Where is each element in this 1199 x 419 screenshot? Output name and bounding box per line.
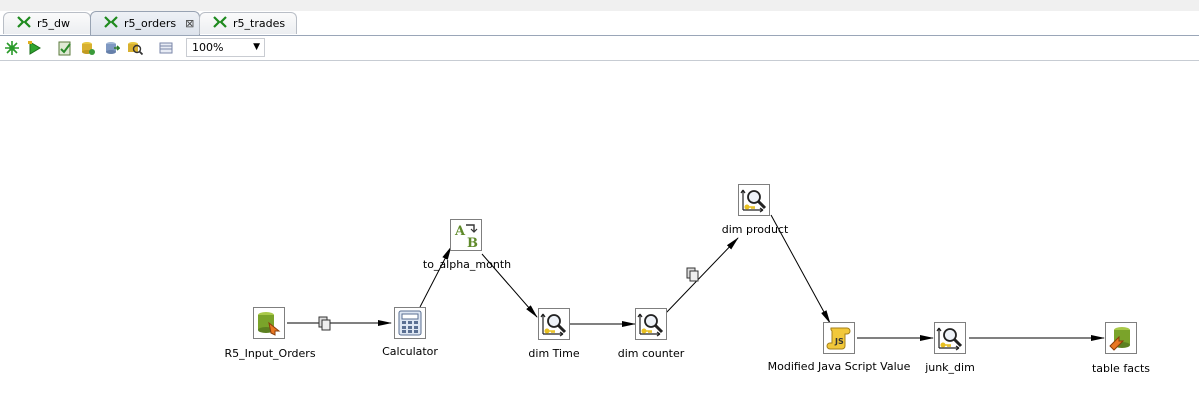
tab-r5-dw[interactable]: r5_dw bbox=[3, 12, 91, 34]
step-label: R5_Input_Orders bbox=[224, 347, 316, 360]
transformation-icon bbox=[16, 15, 32, 32]
transformation-toolbar: 100% ▼ bbox=[0, 36, 1199, 61]
hops-layer bbox=[287, 214, 1105, 341]
step-dim-product[interactable] bbox=[738, 184, 770, 216]
transformation-canvas[interactable]: R5_Input_Orders Calculator A B to_alpha_… bbox=[0, 61, 1199, 419]
step-dim-time[interactable] bbox=[538, 308, 570, 340]
tab-label: r5_trades bbox=[233, 17, 286, 30]
step-label: to_alpha_month bbox=[422, 258, 512, 271]
step-label: junk_dim bbox=[925, 361, 975, 374]
svg-text:B: B bbox=[467, 236, 478, 249]
step-dim-counter[interactable] bbox=[635, 308, 667, 340]
transformation-icon bbox=[212, 15, 228, 32]
value-mapper-icon: A B bbox=[454, 224, 478, 249]
step-r5-input-orders[interactable] bbox=[253, 307, 285, 339]
dimension-lookup-icon bbox=[540, 313, 567, 337]
editor-tab-bar: r5_dw r5_orders ⊠ r5_trades bbox=[0, 11, 1199, 36]
dimension-lookup-icon bbox=[936, 327, 963, 351]
impact-icon[interactable] bbox=[79, 39, 97, 57]
step-junk-dim[interactable] bbox=[934, 322, 966, 354]
hop-dim-counter-dim-product bbox=[664, 237, 739, 315]
run-icon[interactable] bbox=[3, 39, 21, 57]
hop-to-alpha-month-dim-time bbox=[481, 253, 538, 318]
step-label: dim counter bbox=[617, 347, 685, 360]
calculator-icon bbox=[398, 310, 422, 336]
copy-rows-icon bbox=[686, 267, 699, 282]
tab-r5-orders[interactable]: r5_orders ⊠ bbox=[90, 11, 200, 35]
step-to-alpha-month[interactable]: A B bbox=[450, 219, 482, 251]
grid-icon[interactable] bbox=[157, 39, 175, 57]
step-table-facts[interactable] bbox=[1105, 322, 1137, 354]
tab-label: r5_orders bbox=[124, 17, 177, 30]
svg-text:A: A bbox=[454, 224, 466, 239]
transformation-icon bbox=[103, 15, 119, 32]
javascript-icon: JS bbox=[826, 327, 851, 350]
dimension-lookup-icon bbox=[740, 189, 767, 213]
dimension-lookup-icon bbox=[637, 313, 664, 337]
hop-dim-product-modified-js bbox=[770, 214, 831, 324]
copy-rows-icon bbox=[318, 316, 331, 331]
table-input-icon bbox=[258, 312, 281, 336]
step-label: dim product bbox=[721, 223, 789, 236]
explore-db-icon[interactable] bbox=[126, 39, 144, 57]
verify-icon[interactable] bbox=[56, 39, 74, 57]
step-label: Modified Java Script Value bbox=[767, 360, 911, 373]
svg-text:JS: JS bbox=[834, 337, 844, 346]
chevron-down-icon: ▼ bbox=[253, 42, 260, 52]
zoom-value: 100% bbox=[192, 41, 224, 54]
tab-label: r5_dw bbox=[37, 17, 70, 30]
close-icon[interactable]: ⊠ bbox=[185, 17, 195, 30]
step-modified-java-script-value[interactable]: JS bbox=[823, 322, 855, 354]
preview-icon[interactable] bbox=[26, 39, 44, 57]
step-label: Calculator bbox=[382, 345, 438, 358]
step-calculator[interactable] bbox=[394, 307, 426, 339]
zoom-select[interactable]: 100% ▼ bbox=[186, 38, 265, 57]
tab-r5-trades[interactable]: r5_trades bbox=[199, 12, 297, 34]
hop-calculator-to-alpha-month bbox=[419, 246, 452, 308]
table-output-icon bbox=[1109, 327, 1130, 351]
step-label: table facts bbox=[1091, 362, 1151, 375]
step-label: dim Time bbox=[528, 347, 580, 360]
sql-icon[interactable] bbox=[103, 39, 121, 57]
